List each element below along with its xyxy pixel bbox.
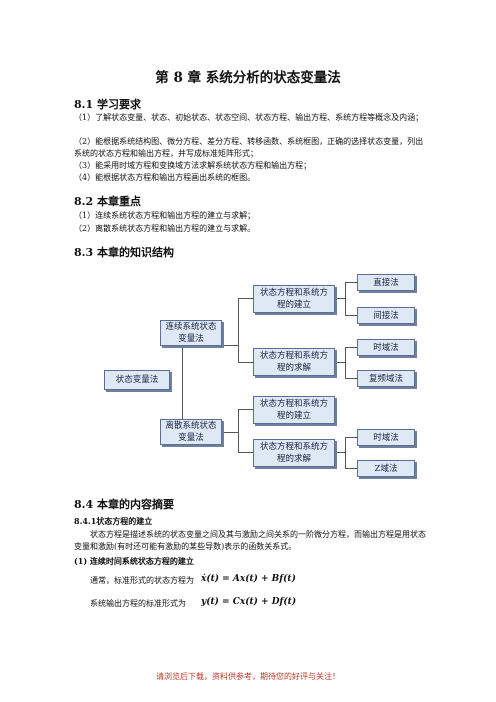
section-8-1-item: （3）能采用时域方程和变换域方法求解系统状态方程和输出方程；: [74, 161, 312, 170]
node-discrete: 离散系统状态变量法: [160, 419, 222, 445]
subsection-heading: 8.4.1状态方程的建立: [74, 516, 153, 526]
node-indirect: 间接法: [357, 307, 415, 324]
connector: [335, 362, 345, 363]
node-discrete-build: 状态方程和系统方程的建立: [253, 396, 335, 424]
connector: [238, 362, 253, 363]
connector: [345, 347, 346, 378]
connector: [345, 468, 357, 469]
subsection-heading: (1) 连续时间系统状态方程的建立: [74, 556, 194, 566]
section-8-2-heading: 8.2 本章重点: [74, 195, 141, 208]
connector: [345, 315, 357, 316]
node-continuous-build: 状态方程和系统方程的建立: [253, 285, 335, 313]
footer-note: 请浏览后下载，资料供参考，期待您的好评与关注！: [156, 672, 340, 681]
paragraph: 状态方程是描述系统的状态变量之间及其与激励之间关系的一阶微分方程，而输出方程是用…: [74, 530, 426, 551]
section-8-1-item: （2）能根据系统结构图、微分方程、差分方程、转移函数、系统框图，正确的选择状态变…: [74, 137, 424, 158]
section-8-1-heading: 8.1 学习要求: [74, 98, 141, 111]
node-root: 状态变量法: [104, 370, 170, 390]
node-discrete-solve: 状态方程和系统方程的求解: [253, 439, 335, 467]
connector: [182, 332, 183, 432]
node-discrete-time: 时域法: [357, 429, 415, 446]
connector: [238, 409, 239, 452]
section-8-3-heading: 8.3 本章的知识结构: [74, 246, 174, 259]
connector: [238, 298, 239, 362]
node-continuous-solve: 状态方程和系统方程的求解: [253, 348, 335, 376]
node-continuous: 连续系统状态变量法: [160, 320, 222, 346]
output-equation: y(t) = Cx(t) + Df(t): [201, 597, 297, 607]
output-eq-label: 系统输出方程的标准形式为: [90, 599, 186, 608]
section-8-1-item: （4）能根据状态方程和输出方程画出系统的框图。: [74, 173, 256, 182]
section-8-2-item: （1）连续系统状态方程和输出方程的建立与求解；: [74, 211, 256, 220]
connector: [335, 298, 345, 299]
connector: [345, 378, 357, 379]
node-z-domain: Z域法: [357, 460, 415, 477]
node-complex-freq: 复频域法: [357, 370, 415, 387]
section-8-1-item: （1）了解状态变量、状态、初始状态、状态空间、状态方程、输出方程、系统方程等概念…: [74, 113, 424, 122]
section-8-4-heading: 8.4 本章的内容摘要: [74, 498, 174, 511]
connector: [222, 432, 238, 433]
section-8-2-item: （2）离散系统状态方程和输出方程的建立与求解。: [74, 224, 256, 233]
connector: [238, 409, 253, 410]
node-direct: 直接法: [357, 274, 415, 291]
connector: [238, 452, 253, 453]
connector: [345, 437, 346, 468]
connector: [238, 298, 253, 299]
state-eq-label: 通常，标准形式的状态方程为: [90, 576, 194, 585]
connector: [345, 282, 357, 283]
connector: [345, 347, 357, 348]
connector: [345, 282, 346, 315]
state-equation: ẋ(t) = Ax(t) + Bf(t): [201, 574, 296, 584]
node-continuous-time: 时域法: [357, 339, 415, 356]
connector: [335, 452, 345, 453]
chapter-title: 第 8 章 系统分析的状态变量法: [155, 70, 341, 86]
connector: [222, 345, 238, 346]
connector: [345, 437, 357, 438]
